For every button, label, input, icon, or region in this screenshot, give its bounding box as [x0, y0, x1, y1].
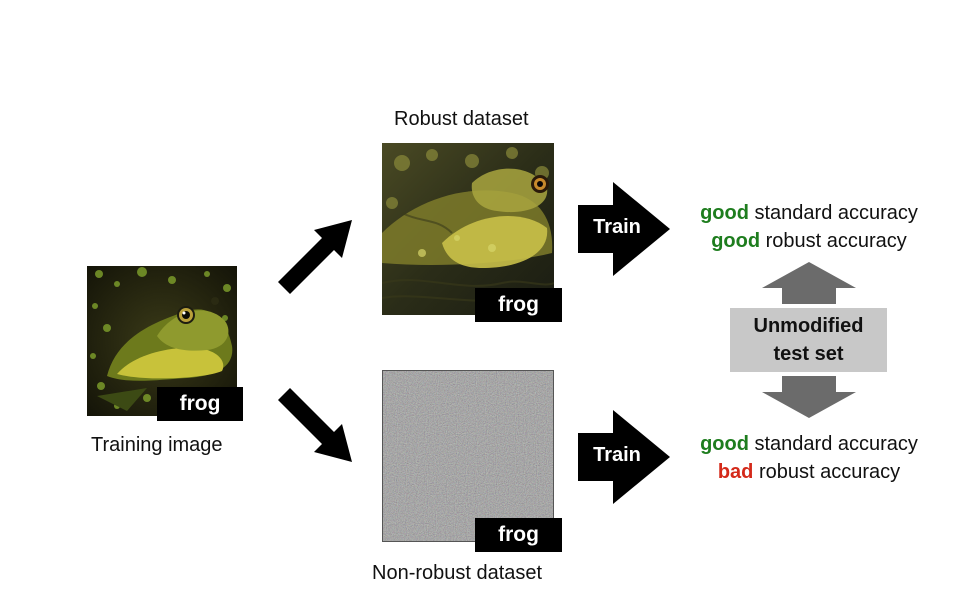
- train-label-bottom: Train: [593, 444, 641, 466]
- quality-word: good: [700, 433, 749, 455]
- quality-word: bad: [717, 461, 754, 483]
- robust-results: good standard accuracy good robust accur…: [680, 199, 938, 255]
- nonrobust-robust-accuracy: bad robust accuracy: [680, 458, 938, 486]
- training-image-label: Training image: [91, 434, 223, 456]
- robust-dataset-image: [382, 143, 554, 315]
- metric-text: robust accuracy: [760, 230, 907, 252]
- train-arrow-top-icon: [578, 182, 670, 276]
- arrow-down-right-icon: [278, 388, 352, 462]
- train-label-top: Train: [593, 216, 641, 238]
- nonrobust-standard-accuracy: good standard accuracy: [680, 430, 938, 458]
- robust-standard-accuracy: good standard accuracy: [680, 199, 938, 227]
- gray-arrow-up-icon: [762, 262, 856, 304]
- nonrobust-results: good standard accuracy bad robust accura…: [680, 430, 938, 486]
- nonrobust-dataset-image: [382, 370, 554, 542]
- training-image-tag: frog: [157, 387, 243, 421]
- metric-text: standard accuracy: [748, 202, 918, 224]
- arrow-up-right-icon: [278, 220, 352, 294]
- quality-word: good: [711, 230, 761, 252]
- gray-arrow-down-icon: [762, 376, 856, 418]
- train-arrow-bottom-icon: [578, 410, 670, 504]
- nonrobust-dataset-label: Non-robust dataset: [372, 562, 543, 584]
- robust-dataset-label: Robust dataset: [394, 108, 529, 130]
- test-set-line2: test set: [773, 343, 844, 365]
- robust-dataset-tag: frog: [475, 288, 562, 322]
- quality-word: good: [700, 202, 749, 224]
- metric-text: robust accuracy: [753, 461, 901, 483]
- robust-robust-accuracy: good robust accuracy: [680, 227, 938, 255]
- metric-text: standard accuracy: [748, 433, 918, 455]
- training-image: [87, 266, 237, 416]
- unmodified-test-set-box: Unmodified test set: [730, 308, 887, 372]
- test-set-line1: Unmodified: [753, 315, 864, 337]
- nonrobust-dataset-tag: frog: [475, 518, 562, 552]
